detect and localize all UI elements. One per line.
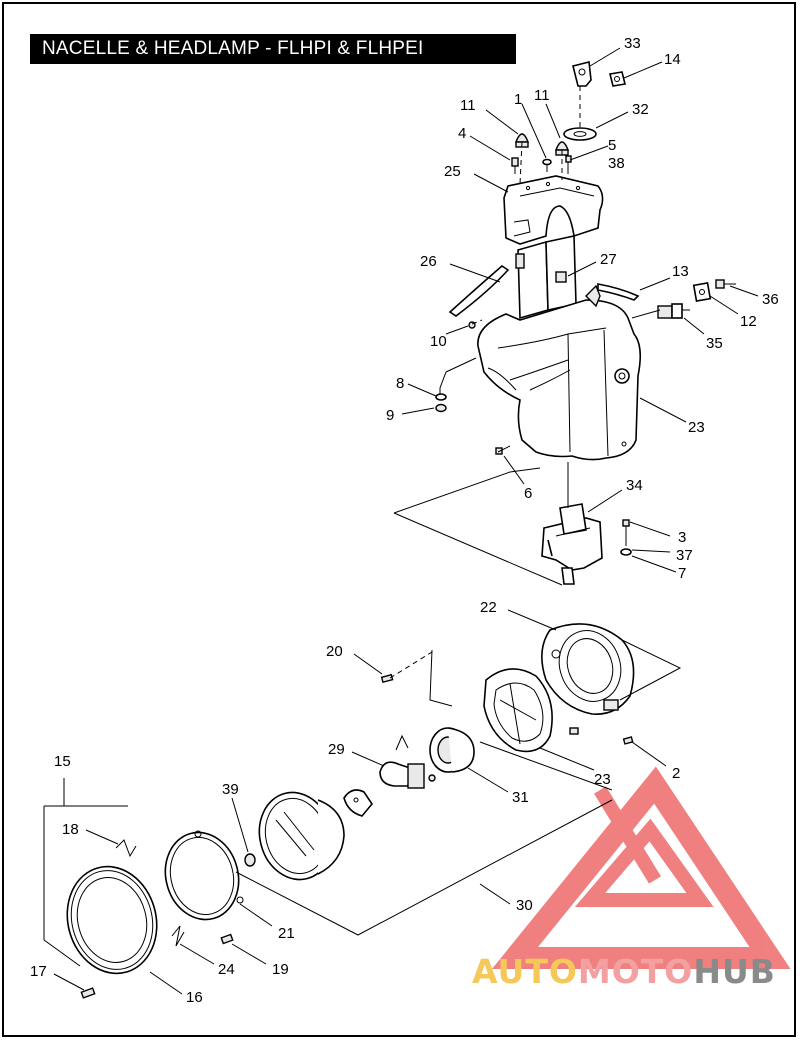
callout-32: 32 (632, 101, 649, 118)
part-29-bulb (379, 734, 436, 789)
part-9-nut (435, 403, 447, 413)
callout-39: 39 (222, 781, 239, 798)
callout-8: 8 (396, 375, 404, 392)
callout-19: 19 (272, 961, 289, 978)
part-34-mount-bracket (541, 503, 603, 585)
part-35-switch (657, 303, 690, 319)
watermark-text-auto: AUTO (472, 952, 578, 991)
callout-35: 35 (706, 335, 723, 352)
diagram-title: NACELLE & HEADLAMP - FLHPI & FLHPEI (30, 34, 516, 64)
callout-10: 10 (430, 333, 447, 350)
part-21-retaining-ring (164, 830, 244, 921)
watermark-text-hub: HUB (693, 952, 776, 991)
callout-30: 30 (516, 897, 533, 914)
part-33-key-bracket (572, 61, 592, 87)
part-14-clip (609, 71, 626, 87)
part-24-spring (171, 925, 185, 947)
part-38-screw (565, 155, 572, 174)
callout-33: 33 (624, 35, 641, 52)
part-22-lamp-housing (541, 623, 635, 715)
callout-11-left: 11 (460, 97, 476, 114)
headlamp-connector (343, 789, 373, 817)
callout-2: 2 (672, 765, 680, 782)
callout-26: 26 (420, 253, 437, 270)
part-26-trim-strip (448, 264, 510, 317)
watermark-text-moto: MOTO (577, 952, 694, 991)
part-13-trim-strip (597, 283, 640, 301)
part-12-gasket (692, 281, 712, 303)
part-4-screw (511, 157, 519, 174)
callout-23-ring: 23 (594, 771, 611, 788)
callout-23-body: 23 (688, 419, 705, 436)
callout-25: 25 (444, 163, 461, 180)
part-3-bolt (622, 519, 630, 546)
part-housing-screw (569, 727, 579, 735)
nacelle-stem (515, 235, 577, 320)
callout-13: 13 (672, 263, 689, 280)
callout-22: 22 (480, 599, 497, 616)
part-23-mounting-ring (483, 668, 553, 753)
callout-37: 37 (676, 547, 693, 564)
callout-9: 9 (386, 407, 394, 424)
part-16-trim-ring (66, 865, 158, 975)
callout-20: 20 (326, 643, 343, 660)
part-32-washer (563, 127, 597, 141)
callout-4: 4 (458, 125, 466, 142)
callout-3: 3 (678, 529, 686, 546)
callout-36: 36 (762, 291, 779, 308)
callout-5: 5 (608, 137, 616, 154)
part-18-clip (115, 839, 137, 858)
part-7-washer (620, 548, 632, 556)
callout-16: 16 (186, 989, 203, 1006)
part-19-screw (220, 933, 234, 945)
watermark-logo-mark (491, 766, 791, 969)
part-31-bulb-shield (429, 727, 475, 773)
callout-7: 7 (678, 565, 686, 582)
callout-18: 18 (62, 821, 79, 838)
callout-14: 14 (664, 51, 681, 68)
part-25-upper-cover (503, 175, 604, 245)
part-39-grommet (244, 853, 256, 867)
callout-38: 38 (608, 155, 625, 172)
part-1-stud (542, 158, 552, 172)
callout-24: 24 (218, 961, 235, 978)
callout-labels: 33 14 11 1 11 32 4 5 38 25 26 27 13 36 1… (30, 35, 779, 1006)
watermark-text: AUTOMOTOHUB (472, 952, 776, 998)
callout-12: 12 (740, 313, 757, 330)
callout-1: 1 (514, 91, 522, 108)
part-30-sealed-beam (258, 791, 345, 881)
callout-6: 6 (524, 485, 532, 502)
callout-15: 15 (54, 753, 71, 770)
callout-31: 31 (512, 789, 529, 806)
part-17-screw (80, 987, 96, 999)
part-8-washer (435, 393, 447, 401)
part-23-nacelle-body (477, 284, 642, 461)
part-2-screw (622, 736, 634, 745)
leader-lines (53, 47, 759, 995)
callout-29: 29 (328, 741, 345, 758)
part-36-screw (715, 279, 736, 289)
callout-21: 21 (278, 925, 295, 942)
part-20-screw (380, 673, 394, 684)
callout-11-right: 11 (534, 87, 550, 104)
callout-17: 17 (30, 963, 47, 980)
callout-27: 27 (600, 251, 617, 268)
callout-34: 34 (626, 477, 643, 494)
assembly-lines (43, 86, 682, 967)
